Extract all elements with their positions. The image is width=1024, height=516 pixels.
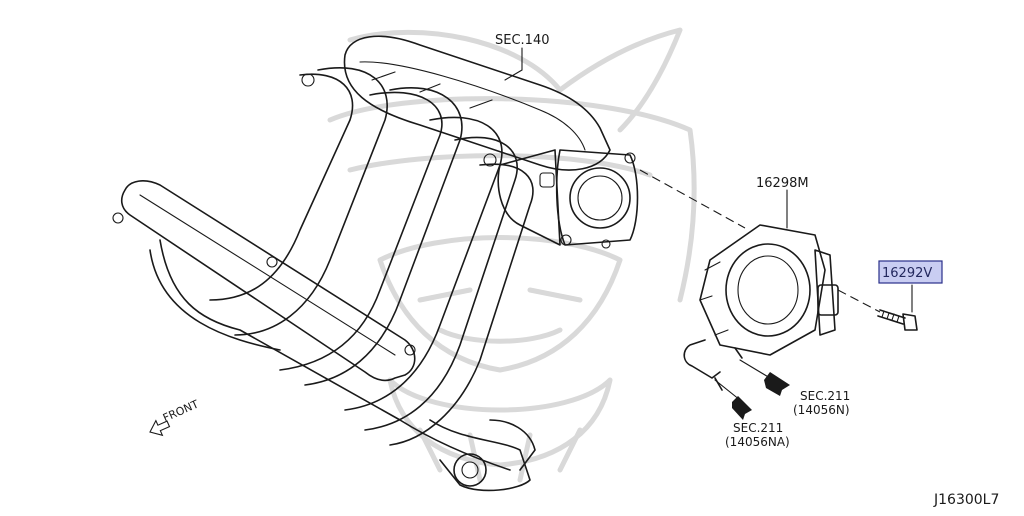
sec211-a-code: (14056N) xyxy=(793,403,850,417)
diagram-id: J16300L7 xyxy=(933,492,999,508)
sec140-label: SEC.140 xyxy=(495,33,550,48)
sec211-b-code: (14056NA) xyxy=(725,435,790,449)
intake-manifold xyxy=(112,35,639,492)
sec211-a-label: SEC.211 xyxy=(800,389,850,403)
part-throttle-label: 16298M xyxy=(756,176,809,191)
alignment-dashed-line xyxy=(639,169,746,229)
front-label: FRONT xyxy=(161,397,201,424)
arrow-sec211-a xyxy=(764,372,790,396)
sec211-b-label: SEC.211 xyxy=(733,421,783,435)
bolt-dashed-line xyxy=(837,289,881,313)
selected-part-highlight xyxy=(878,260,943,284)
front-arrow xyxy=(149,419,171,437)
part-bolt-label: 16292V xyxy=(882,266,932,281)
watermark-emblem xyxy=(327,27,697,483)
bolt-part xyxy=(877,309,918,331)
hose-line-b xyxy=(714,379,741,401)
throttle-body xyxy=(683,224,839,391)
arrow-sec211-b xyxy=(732,396,752,420)
leader-sec140 xyxy=(504,47,523,81)
hose-line-a xyxy=(739,359,771,379)
